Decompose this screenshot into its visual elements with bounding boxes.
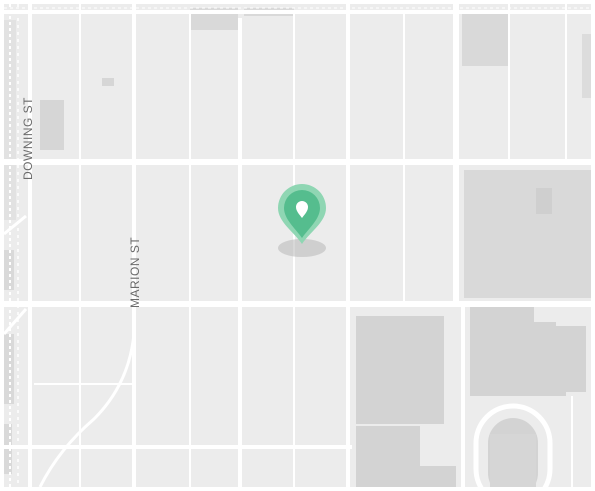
map-canvas[interactable]: DOWNING ST MARION ST	[4, 4, 591, 487]
street-label-marion: MARION ST	[128, 237, 142, 308]
building	[470, 306, 586, 396]
building	[462, 12, 508, 66]
running-track	[473, 403, 553, 487]
map-view[interactable]: DOWNING ST MARION ST	[4, 4, 591, 487]
building	[40, 100, 64, 150]
building	[4, 334, 14, 404]
building	[102, 78, 114, 86]
marker-shadow	[278, 239, 326, 257]
street-label-downing: DOWNING ST	[21, 97, 35, 180]
building	[356, 426, 420, 466]
building	[356, 316, 444, 424]
buildings-layer	[4, 8, 591, 487]
streets-layer	[4, 4, 591, 487]
street-labels: DOWNING ST MARION ST	[21, 97, 142, 308]
building	[356, 466, 456, 487]
location-marker[interactable]	[278, 184, 326, 257]
building	[536, 188, 552, 214]
map-pin-icon[interactable]	[278, 184, 326, 244]
building	[582, 34, 591, 98]
building	[464, 170, 591, 298]
